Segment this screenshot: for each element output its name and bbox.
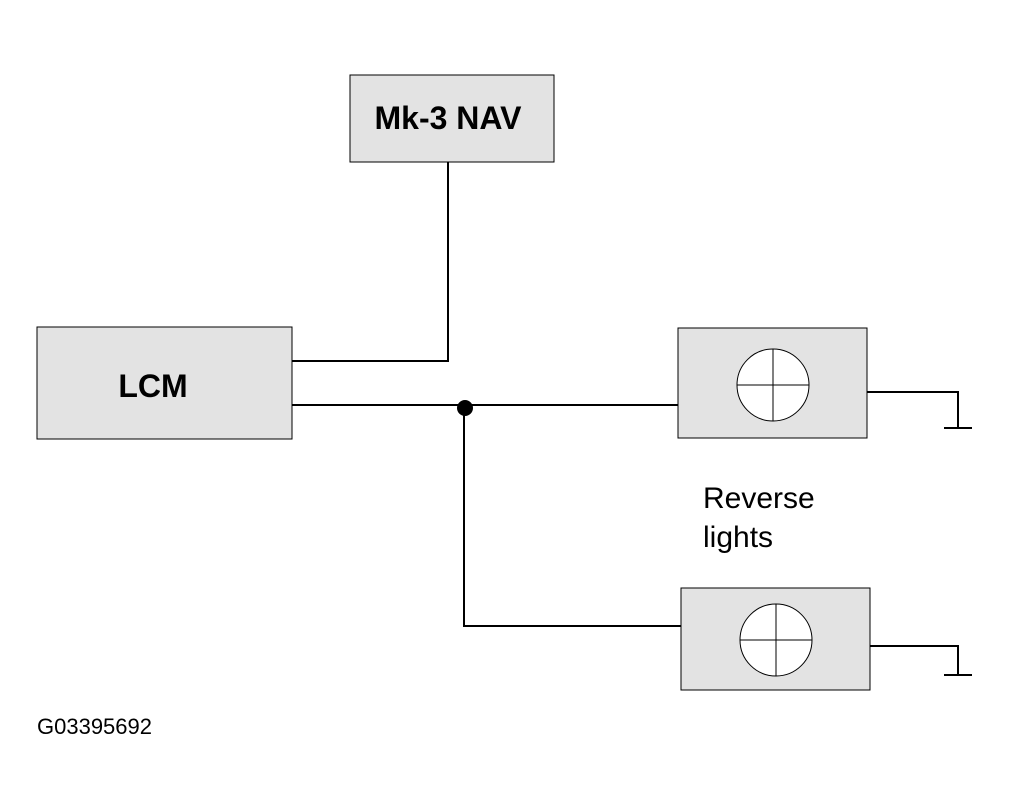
lcm-module: LCM (36, 326, 293, 440)
reverse-lights-label: Reverse lights (703, 482, 815, 554)
wire-lcm-to-nav (292, 162, 449, 362)
lower-ground-icon (870, 645, 972, 676)
reverse-lights-label-line2: lights (703, 521, 773, 554)
upper-reverse-light (677, 327, 868, 439)
nav-module: Mk-3 NAV (349, 74, 555, 163)
nav-module-box (349, 74, 555, 163)
lower-reverse-light (680, 587, 871, 691)
nav-module-label: Mk-3 NAV (375, 100, 523, 136)
junction-dot (457, 400, 473, 416)
upper-ground-wire (867, 391, 959, 428)
lcm-module-label: LCM (118, 368, 187, 404)
wire-branch-to-lower-lamp (463, 408, 681, 627)
reverse-lights-label-line1: Reverse (703, 482, 815, 515)
lower-ground-wire (870, 645, 959, 675)
figure-id: G03395692 (37, 714, 152, 739)
lcm-module-box (36, 326, 293, 440)
upper-ground-icon (867, 391, 972, 429)
